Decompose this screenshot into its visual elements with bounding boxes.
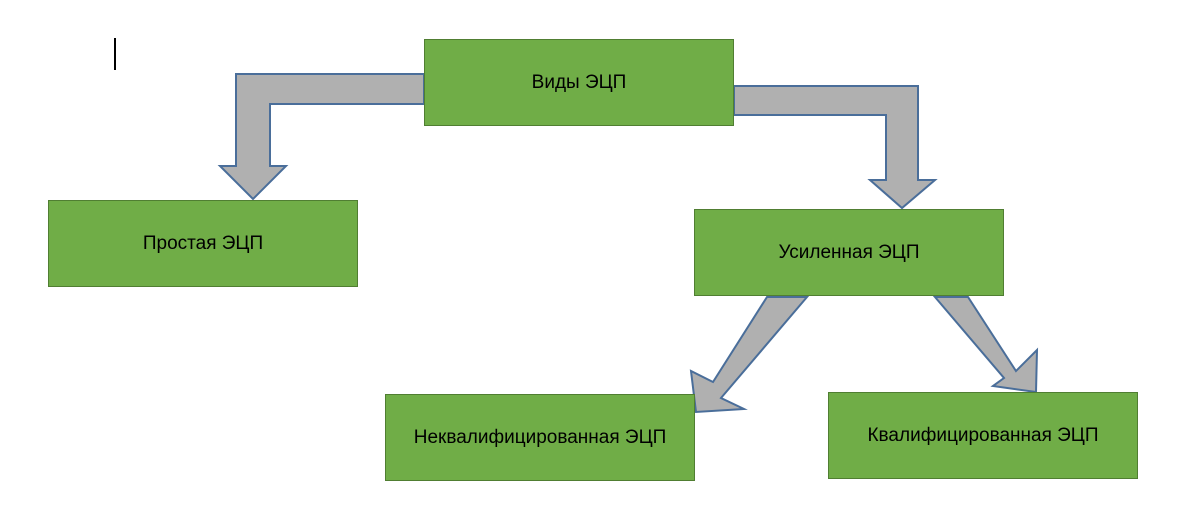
unqualified-signature-label: Неквалифицированная ЭЦП [413,427,667,448]
qualified-signature-box: Квалифицированная ЭЦП [828,392,1138,479]
enhanced-signature-label: Усиленная ЭЦП [778,242,920,263]
unqualified-signature-box: Неквалифицированная ЭЦП [385,394,695,481]
text-cursor [114,38,116,70]
root-label: Виды ЭЦП [531,72,627,93]
simple-signature-box: Простая ЭЦП [48,200,358,287]
arrow-enhanced-to-unqualified [689,296,810,414]
arrow-root-to-simple [217,73,425,201]
arrow-enhanced-to-qualified [932,296,1039,394]
arrow-root-to-enhanced [733,85,938,210]
root-box: Виды ЭЦП [424,39,734,126]
enhanced-signature-box: Усиленная ЭЦП [694,209,1004,296]
qualified-signature-label: Квалифицированная ЭЦП [867,425,1099,446]
simple-signature-label: Простая ЭЦП [142,233,264,254]
